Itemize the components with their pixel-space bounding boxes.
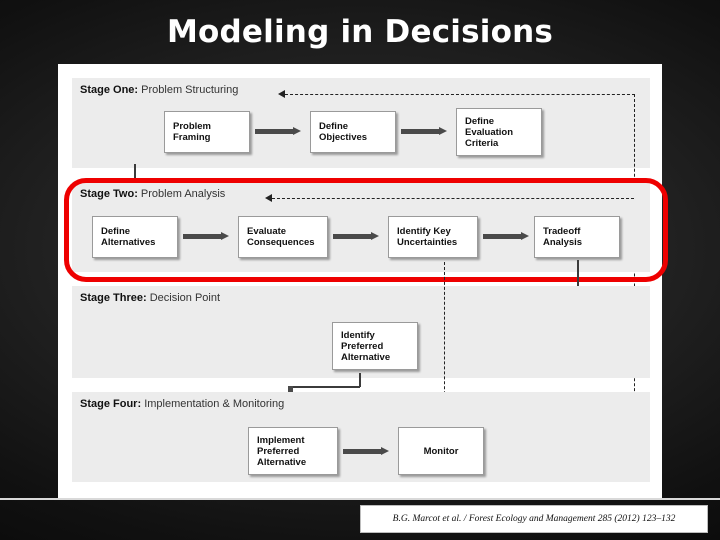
box-line: Consequences — [247, 237, 315, 248]
figure-panel: Stage One: Problem Structuring Problem F… — [58, 64, 668, 498]
arrow-objectives-to-criteria — [401, 127, 447, 136]
stage-one-number: Stage One: — [80, 84, 139, 96]
bottom-divider — [0, 498, 720, 500]
box-line: Criteria — [465, 137, 499, 149]
box-tradeoff-analysis[interactable]: Tradeoff Analysis — [534, 216, 620, 258]
box-define-objectives[interactable]: Define Objectives — [310, 111, 396, 153]
box-evaluate-consequences[interactable]: Evaluate Consequences — [238, 216, 328, 258]
stage-three-number: Stage Three: — [80, 292, 147, 304]
arrow-consequences-to-uncertainties — [333, 232, 379, 241]
arrow-implement-to-monitor — [343, 447, 389, 456]
box-line: Preferred — [341, 340, 384, 352]
box-line: Analysis — [543, 237, 583, 248]
box-line: Identify Key — [397, 226, 451, 237]
feedback-dashed-top — [285, 94, 635, 95]
box-line: Alternative — [341, 351, 391, 363]
connector-tradeoff-down — [577, 260, 579, 292]
box-identify-preferred-alternative[interactable]: Identify Preferred Alternative — [332, 322, 418, 370]
stage-two-label: Stage Two: Problem Analysis — [80, 188, 225, 200]
arrow-uncertainties-to-tradeoff — [483, 232, 529, 241]
stage-three-name: Decision Point — [149, 292, 221, 304]
stage-four-name: Implementation & Monitoring — [144, 398, 285, 410]
feedback-arrowhead-stage-two — [265, 194, 272, 202]
box-implement-preferred-alternative[interactable]: Implement Preferred Alternative — [248, 427, 338, 475]
box-problem-framing[interactable]: Problem Framing — [164, 111, 250, 153]
box-line: Tradeoff — [543, 226, 581, 237]
box-line: Define — [465, 115, 495, 127]
box-line: Preferred — [257, 445, 300, 457]
box-line: Define — [101, 226, 131, 237]
arrow-framing-to-objectives — [255, 127, 301, 136]
stage-band-four — [72, 392, 650, 482]
page-title: Modeling in Decisions — [166, 14, 553, 50]
box-line: Framing — [173, 132, 211, 143]
stage-two-number: Stage Two: — [80, 188, 138, 200]
stage-three-label: Stage Three: Decision Point — [80, 292, 220, 304]
box-line: Evaluation — [465, 126, 514, 138]
feedback-dashed-center — [444, 262, 445, 434]
stage-four-number: Stage Four: — [80, 398, 142, 410]
box-line: Uncertainties — [397, 237, 458, 248]
box-line: Define — [319, 121, 349, 132]
feedback-arrowhead-stage-one — [278, 90, 285, 98]
feedback-dashed-stage-two — [272, 198, 634, 199]
stage-one-name: Problem Structuring — [141, 84, 239, 96]
feedback-dashed-right — [634, 94, 635, 456]
arrow-alternatives-to-consequences — [183, 232, 229, 241]
box-line: Alternative — [257, 456, 307, 468]
stage-one-label: Stage One: Problem Structuring — [80, 84, 238, 96]
connector-preferred-left — [290, 386, 360, 388]
connector-stage1-to-stage2 — [134, 164, 136, 186]
citation-text: B.G. Marcot et al. / Forest Ecology and … — [392, 514, 676, 524]
box-line: Monitor — [423, 445, 459, 457]
box-line: Identify — [341, 329, 375, 341]
citation-bar: B.G. Marcot et al. / Forest Ecology and … — [360, 505, 708, 533]
box-line: Problem — [173, 121, 212, 132]
box-identify-key-uncertainties[interactable]: Identify Key Uncertainties — [388, 216, 478, 258]
box-line: Alternatives — [101, 237, 156, 248]
stage-four-label: Stage Four: Implementation & Monitoring — [80, 398, 284, 410]
connector-preferred-down — [359, 373, 361, 387]
box-line: Implement — [257, 434, 305, 446]
figure-diagram: Stage One: Problem Structuring Problem F… — [64, 74, 668, 486]
box-monitor[interactable]: Monitor — [398, 427, 484, 475]
box-define-alternatives[interactable]: Define Alternatives — [92, 216, 178, 258]
box-define-evaluation-criteria[interactable]: Define Evaluation Criteria — [456, 108, 542, 156]
box-line: Evaluate — [247, 226, 287, 237]
box-line: Objectives — [319, 132, 368, 143]
stage-two-name: Problem Analysis — [140, 188, 226, 200]
